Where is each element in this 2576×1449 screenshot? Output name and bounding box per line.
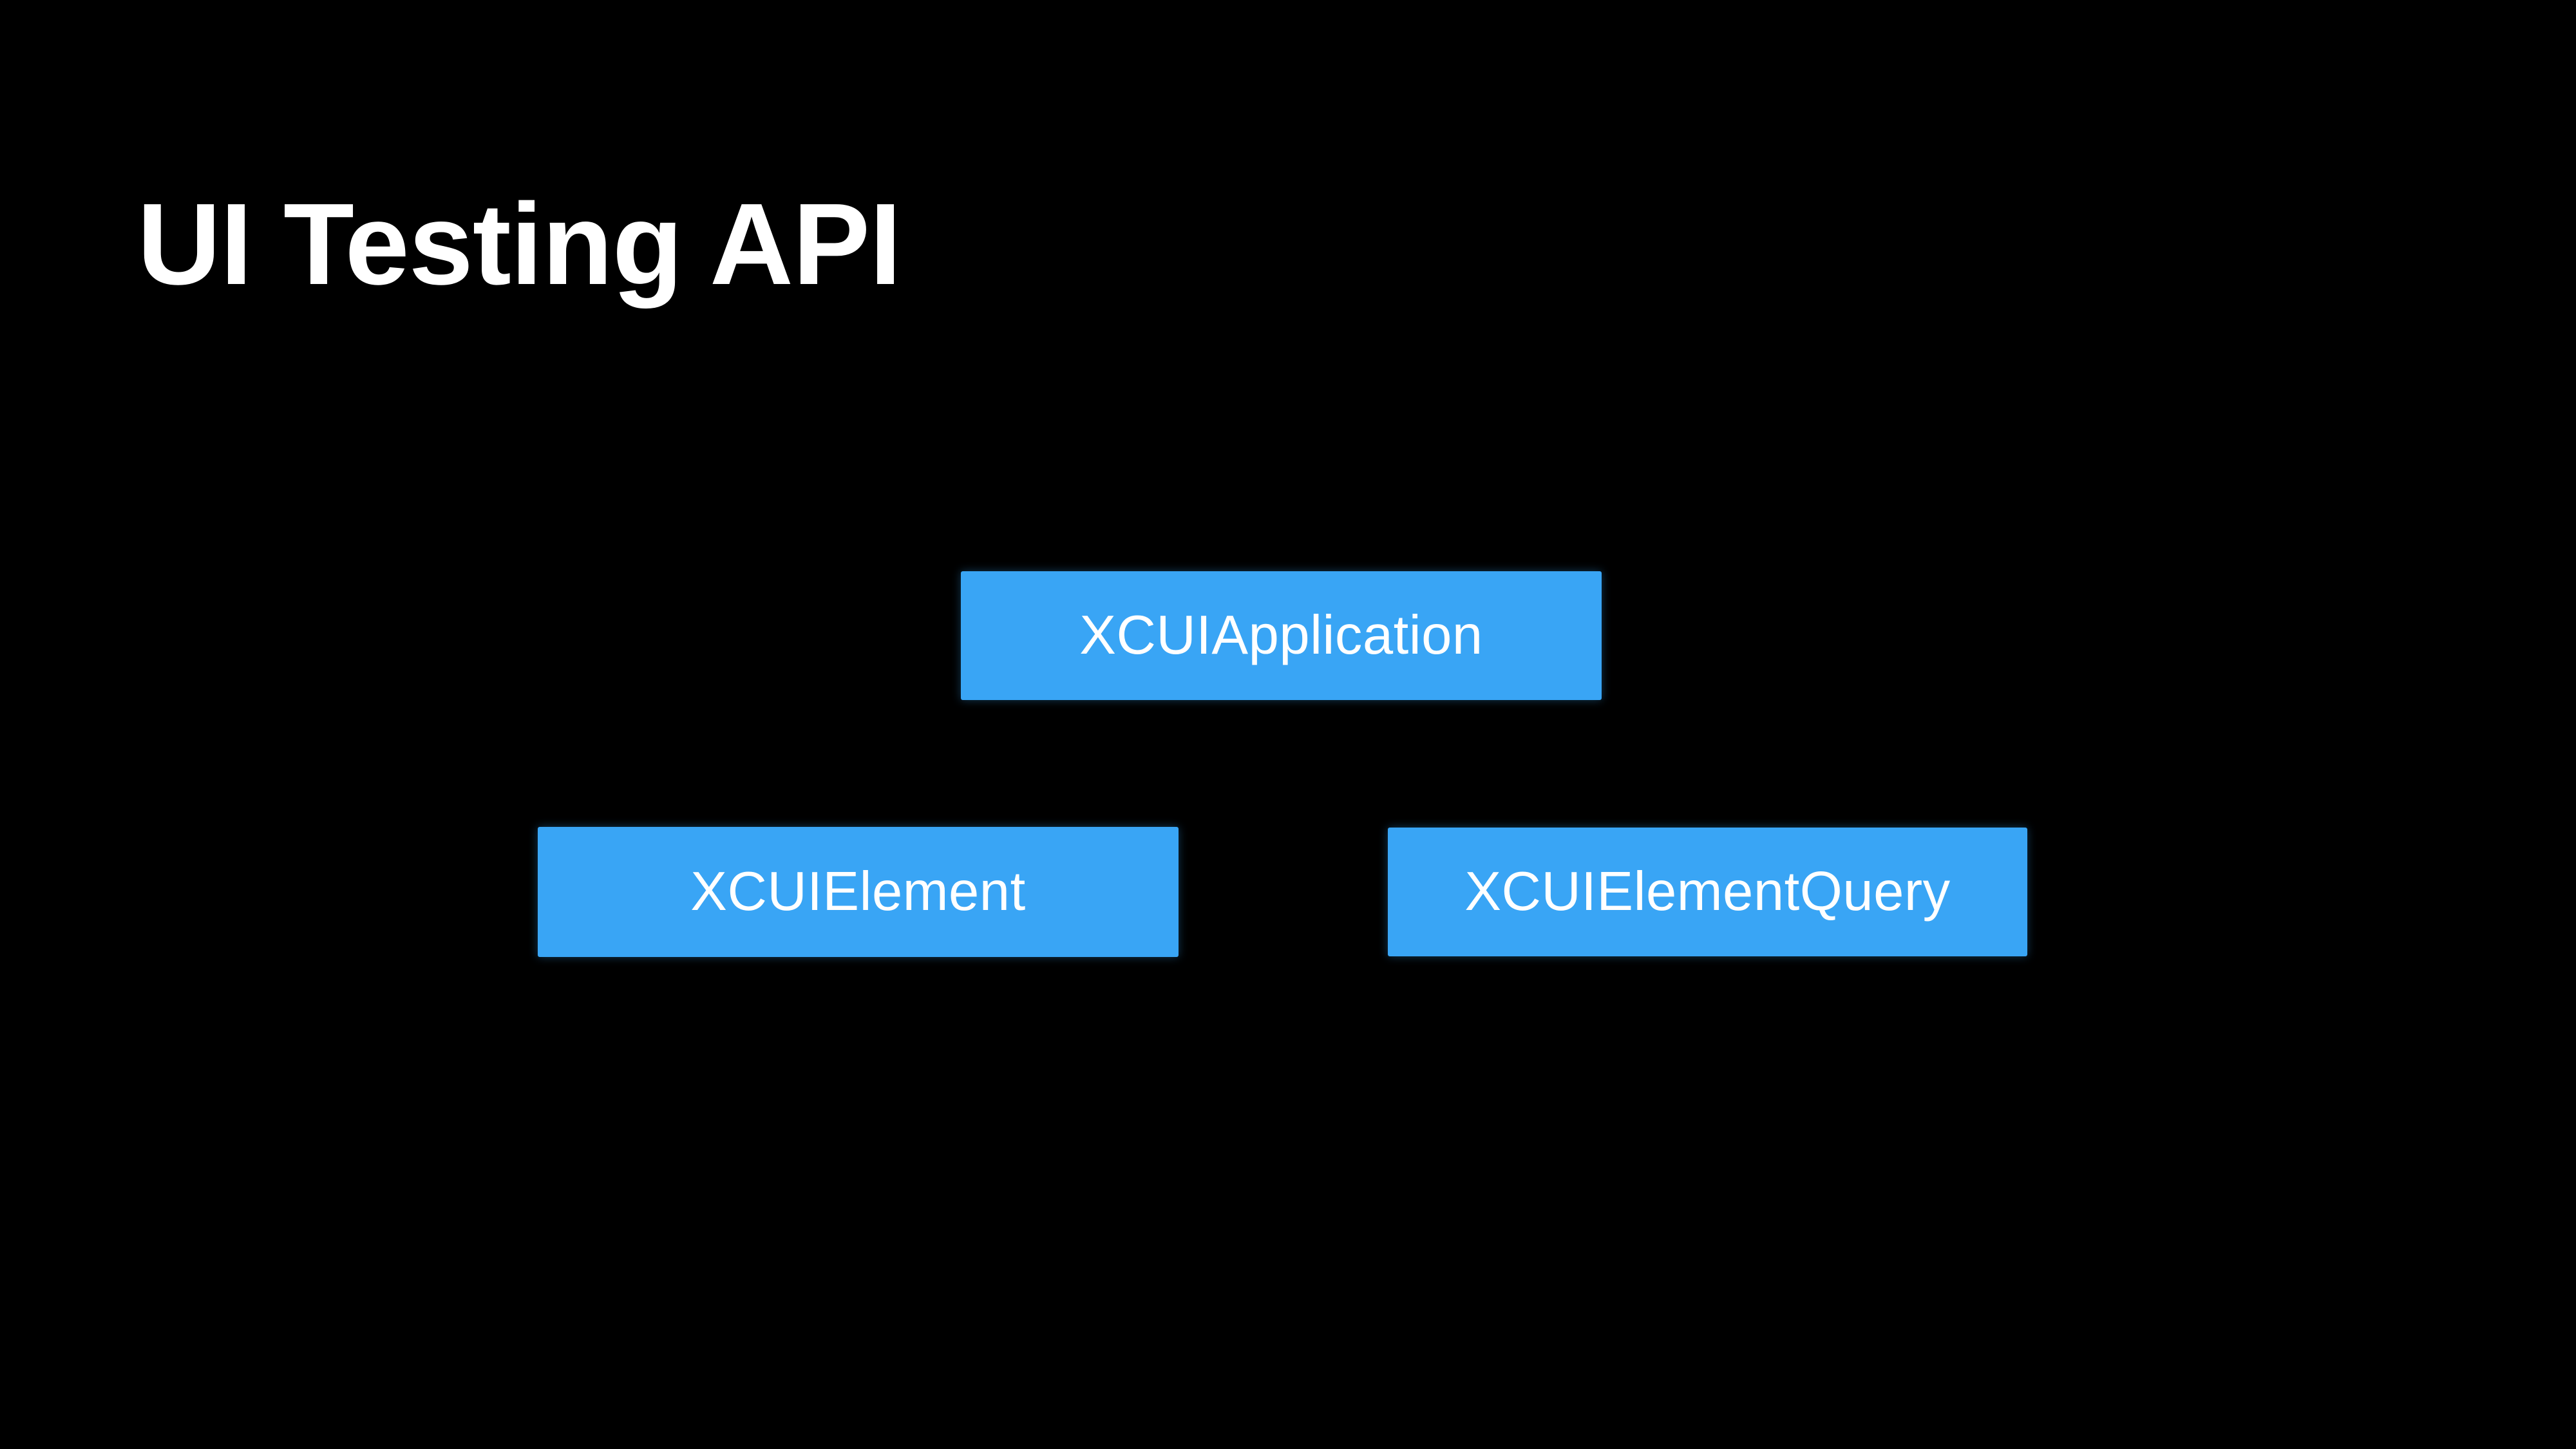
diagram-node-xcuiapplication: XCUIApplication	[961, 571, 1602, 700]
diagram-node-xcuielement: XCUIElement	[538, 827, 1179, 957]
slide-title: UI Testing API	[137, 179, 902, 309]
diagram-node-label: XCUIElementQuery	[1464, 861, 1951, 922]
diagram-node-label: XCUIElement	[690, 861, 1026, 922]
diagram-node-xcuielementquery: XCUIElementQuery	[1388, 828, 2027, 956]
diagram-node-label: XCUIApplication	[1079, 605, 1483, 666]
